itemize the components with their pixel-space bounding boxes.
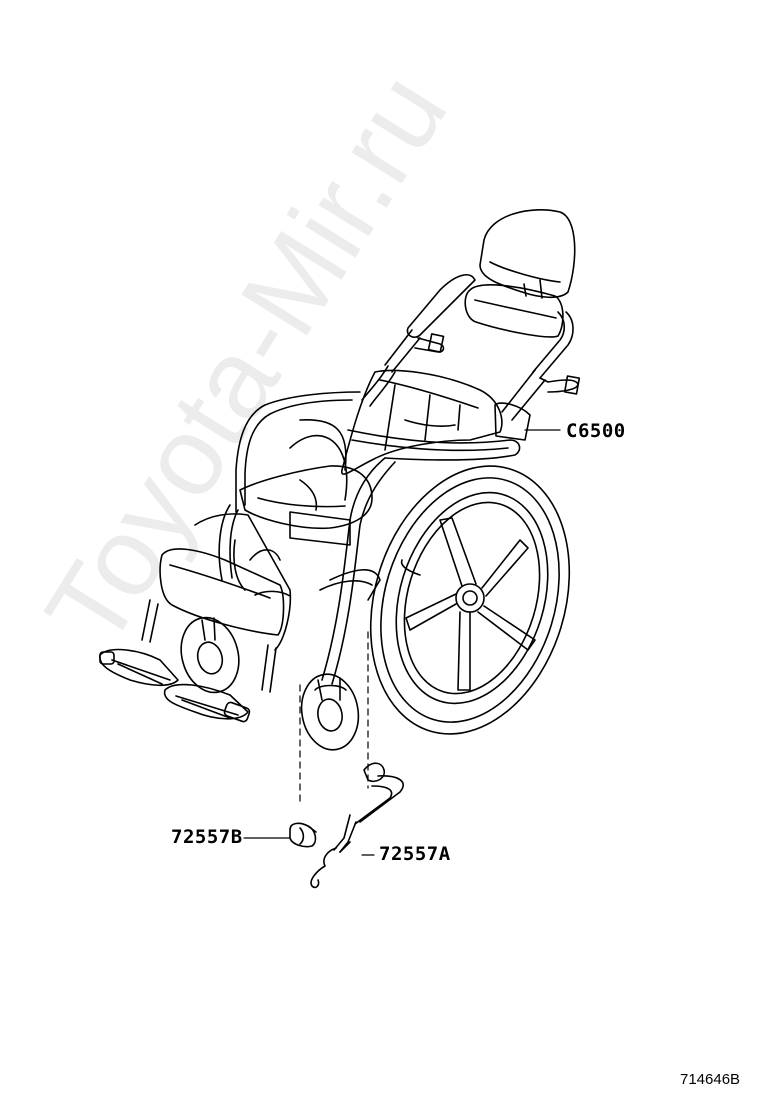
- part-label-72557a[interactable]: 72557A: [379, 843, 451, 865]
- seat: [239, 369, 503, 546]
- front-casters: [180, 616, 360, 751]
- headrest: [464, 209, 576, 338]
- part-label-72557b[interactable]: 72557B: [171, 826, 243, 848]
- legrest: [99, 513, 292, 723]
- part-label-c6500[interactable]: C6500: [566, 420, 626, 442]
- far-frame: [218, 391, 361, 581]
- armrest-frame: [319, 429, 521, 685]
- strap-72557a: [310, 762, 404, 889]
- clip-72557b: [289, 822, 317, 848]
- drop-lines: [299, 631, 369, 806]
- diagram-reference-code: 714646B: [680, 1071, 741, 1088]
- rear-wheel: [369, 465, 571, 735]
- rear-wheel-far: [233, 434, 348, 597]
- back-frame: [361, 274, 581, 441]
